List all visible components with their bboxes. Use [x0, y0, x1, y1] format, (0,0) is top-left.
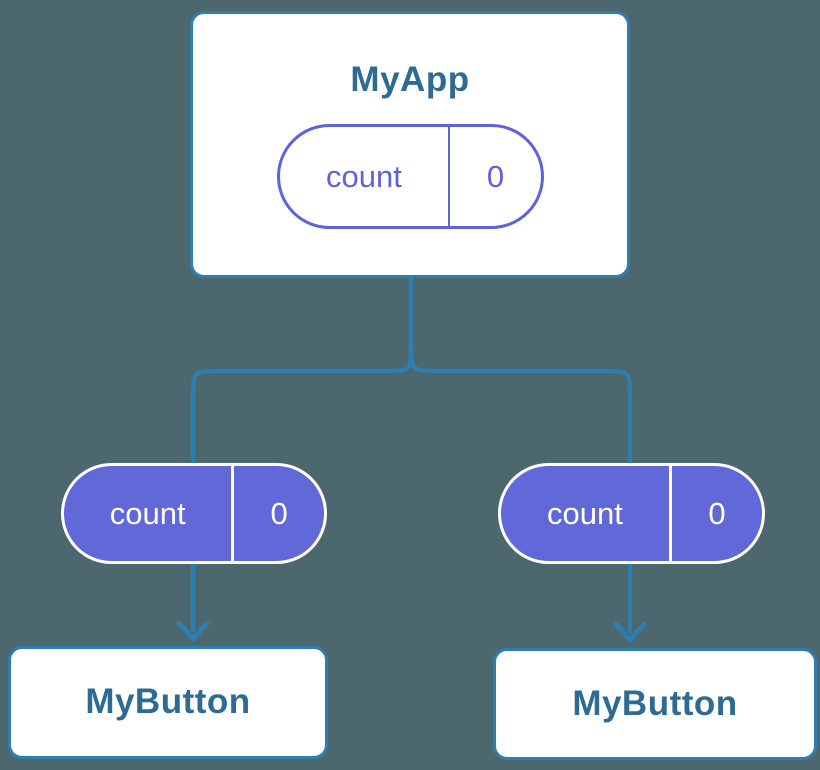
state-name: count — [501, 466, 672, 561]
node-myapp: MyApp count 0 — [190, 11, 630, 278]
node-mybutton-right: MyButton — [493, 648, 817, 760]
state-value: 0 — [486, 158, 505, 194]
state-pill-left-prop: count 0 — [61, 463, 327, 564]
arrowhead-right — [613, 621, 647, 643]
state-value: 0 — [708, 495, 726, 531]
state-name: count — [280, 127, 451, 227]
state-name: count — [64, 466, 235, 561]
node-myapp-title: MyApp — [350, 59, 470, 99]
state-value: 0 — [270, 495, 288, 531]
node-mybutton-left: MyButton — [8, 646, 328, 759]
arrowhead-left — [176, 620, 210, 642]
node-mybutton-left-title: MyButton — [85, 682, 251, 722]
connector-branch-right — [408, 343, 633, 633]
state-pill-myapp: count 0 — [276, 124, 544, 230]
node-mybutton-right-title: MyButton — [572, 683, 738, 723]
state-pill-right-prop: count 0 — [498, 463, 765, 564]
